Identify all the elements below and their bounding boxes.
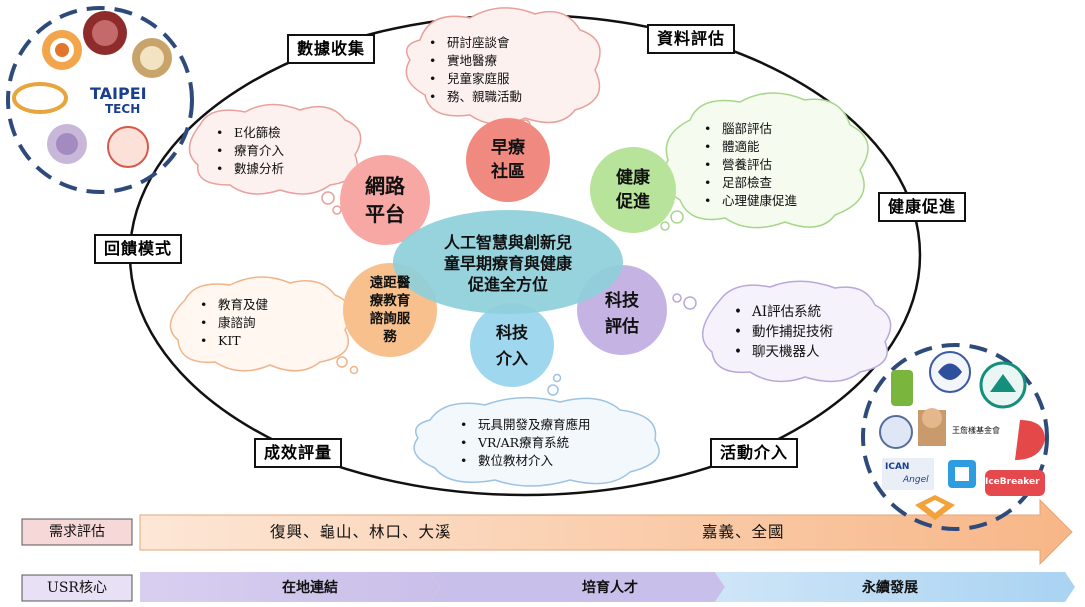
list-item: 數據分析: [212, 160, 284, 178]
usr-stage-2: 培育人才: [582, 580, 638, 596]
petal-tech-intervene: [470, 303, 554, 387]
list-item: 務、親職活動: [425, 88, 522, 106]
list-item: E化篩檢: [212, 124, 284, 142]
usr-band-2: [430, 572, 725, 602]
petal-health: [590, 147, 676, 233]
list-item: AI評估系統: [730, 302, 833, 322]
petal-text-line: 社區: [491, 162, 525, 182]
center-title-line: 促進全方位: [467, 275, 548, 294]
petal-network: [340, 155, 430, 245]
logo-ring-left: [6, 6, 194, 194]
angel-logo: Angel: [903, 475, 929, 485]
bubble-left-bottom-list: 教育及健 康諮詢 KIT: [196, 296, 268, 350]
ican-logo: ICAN: [885, 462, 910, 472]
petal-tech-intervene-text: 科技 介入: [482, 320, 542, 372]
petal-text-line: 科技: [605, 291, 639, 311]
center-title-line: 人工智慧與創新兒: [443, 233, 572, 252]
label-activity-intervention: 活動介入: [710, 438, 799, 468]
taipei-tech-logo-top: TAIPEI: [90, 84, 147, 103]
bubble-right-top-list: 腦部評估 體適能 營養評估 足部檢查 心理健康促進: [700, 120, 797, 210]
list-item: 玩具開發及療育應用: [456, 416, 591, 434]
label-data-assessment: 資料評估: [647, 24, 736, 54]
label-feedback-model: 回饋模式: [94, 234, 183, 264]
list-item: 數位教材介入: [456, 452, 591, 470]
bubble-right-bottom-list: AI評估系統 動作捕捉技術 聊天機器人: [730, 302, 833, 362]
center-title: 人工智慧與創新兒 童早期療育與健康 促進全方位: [408, 232, 608, 295]
list-item: 心理健康促進: [700, 192, 797, 210]
taipei-tech-logo-bottom: TECH: [105, 102, 141, 116]
list-item: 康諮詢: [196, 314, 268, 332]
petal-text-line: 促進: [616, 192, 650, 212]
bubble-bottom-list: 玩具開發及療育應用 VR/AR療育系統 數位教材介入: [456, 416, 591, 470]
usr-band-3: [715, 572, 1075, 602]
petal-text-line: 評估: [605, 317, 639, 337]
petal-text-line: 健康: [616, 168, 650, 188]
center-ellipse: [393, 210, 623, 314]
list-item: 營養評估: [700, 156, 797, 174]
petal-text-line: 遠距醫: [369, 275, 411, 291]
list-item: 聊天機器人: [730, 342, 833, 362]
needs-label: 需求評估: [49, 524, 105, 540]
center-title-line: 童早期療育與健康: [443, 254, 572, 273]
petal-text-line: 療教育: [369, 293, 411, 309]
petal-text-line: 早療: [491, 138, 525, 158]
list-item: 足部檢查: [700, 174, 797, 192]
list-item: 動作捕捉技術: [730, 322, 833, 342]
petal-health-text: 健康 促進: [602, 166, 664, 214]
petal-text-line: 介入: [495, 349, 528, 368]
list-item: 實地醫療: [425, 52, 522, 70]
list-item: 體適能: [700, 138, 797, 156]
usr-label-box: [21, 574, 133, 602]
petal-text-line: 諮詢服: [369, 311, 411, 327]
list-item: 療育介入: [212, 142, 284, 160]
needs-text-national: 嘉義、全國: [702, 523, 785, 541]
petal-network-text: 網路 平台: [352, 172, 418, 228]
usr-stage-1: 在地連結: [282, 580, 338, 596]
list-item: 兒童家庭服: [425, 70, 522, 88]
bubble-left-top-list: E化篩檢 療育介入 數據分析: [212, 124, 284, 178]
usr-stage-3: 永續發展: [862, 580, 918, 596]
list-item: 研討座談會: [425, 34, 522, 52]
petal-text-line: 網路: [365, 174, 405, 198]
list-item: 教育及健: [196, 296, 268, 314]
petal-tech-assess-text: 科技 評估: [588, 288, 656, 340]
petal-early-community-text: 早療 社區: [478, 136, 538, 184]
usr-label: USR核心: [47, 580, 107, 596]
usr-band-1: [140, 572, 440, 602]
logo-ring-right: [861, 343, 1049, 531]
needs-label-box: [21, 518, 133, 546]
foundation-logo: 王詹樣基金會: [952, 426, 1000, 435]
petal-text-line: 務: [383, 329, 397, 345]
icebreaker-logo: IceBreaker: [985, 477, 1040, 487]
list-item-continuation: 務、親職活動: [447, 89, 523, 104]
list-item: KIT: [196, 332, 268, 350]
bubble-top-list: 研討座談會 實地醫療 兒童家庭服 務、親職活動: [425, 34, 522, 106]
label-health-promotion: 健康促進: [878, 192, 967, 222]
label-data-collection: 數據收集: [287, 34, 376, 64]
label-outcome-measure: 成效評量: [254, 438, 343, 468]
petal-text-line: 平台: [365, 202, 405, 226]
list-item: VR/AR療育系統: [456, 434, 591, 452]
petal-text-line: 科技: [495, 323, 528, 342]
needs-arrow: [139, 498, 1073, 566]
needs-text-local: 復興、龜山、林口、大溪: [270, 523, 452, 541]
list-item: 腦部評估: [700, 120, 797, 138]
petal-remote-text: 遠距醫 療教育 諮詢服 務: [356, 274, 424, 346]
petal-early-community: [466, 118, 550, 202]
